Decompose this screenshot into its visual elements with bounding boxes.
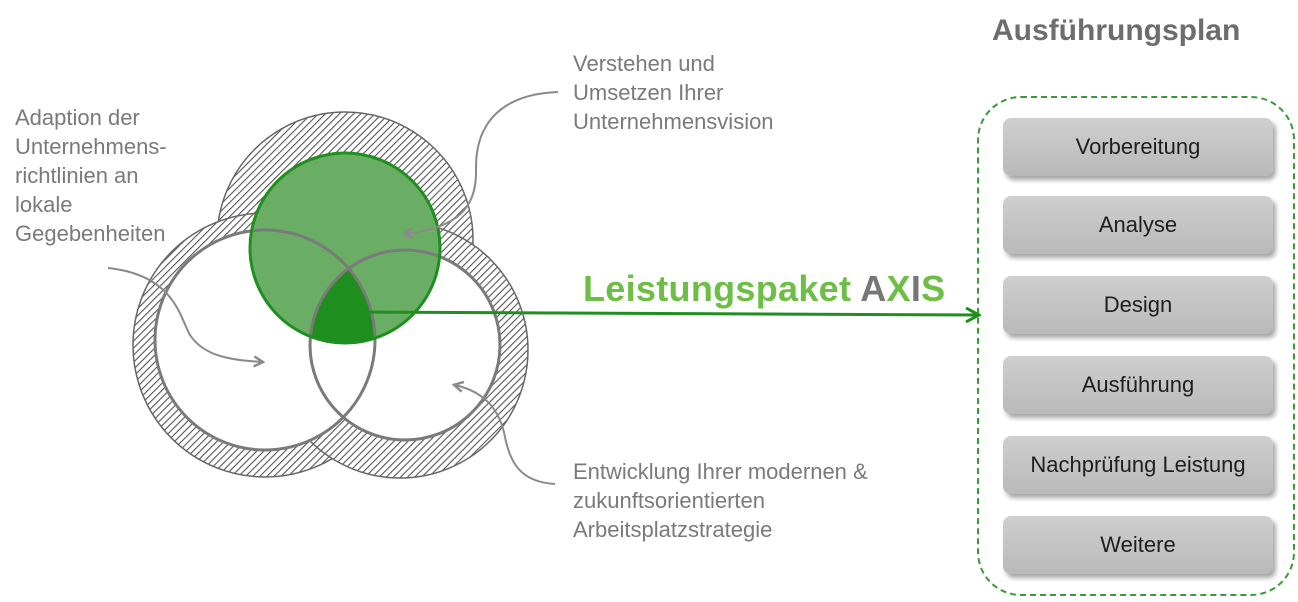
arrow-to-right-circle [455,385,556,485]
step-vorbereitung: Vorbereitung [1003,118,1273,176]
plan-box [977,96,1295,596]
arrow-to-left-circle [107,267,262,362]
label-workplace-strategy: Entwicklung Ihrer modernen & zukunftsori… [573,459,868,542]
step-weitere: Weitere [1003,516,1273,574]
outline-right [308,248,502,442]
arrow-to-top-circle [405,91,559,234]
plan-title: Ausführungsplan [992,14,1241,47]
package-letter-s: S [921,268,946,309]
package-letter-i: I [910,268,922,309]
outline-left [153,228,377,452]
label-company-vision: Verstehen und Umsetzen Ihrer Unternehmen… [573,51,774,134]
step-analyse: Analyse [1003,196,1273,254]
inner-circle-top [250,153,440,343]
label-local-guidelines: Adaption der Unternehmens- richtlinien a… [15,105,167,246]
step-design: Design [1003,276,1273,334]
overlap-region [310,250,375,343]
package-title-prefix: Leistungspaket [583,268,861,309]
step-nachpruefung: Nachprüfung Leistung [1003,436,1273,494]
package-letter-x: X [886,268,911,309]
package-title: Leistungspaket AXIS [583,268,945,310]
outline-top [248,151,442,345]
step-ausfuehrung: Ausführung [1003,356,1273,414]
package-arrow [342,312,978,315]
package-letter-a: A [860,268,887,309]
